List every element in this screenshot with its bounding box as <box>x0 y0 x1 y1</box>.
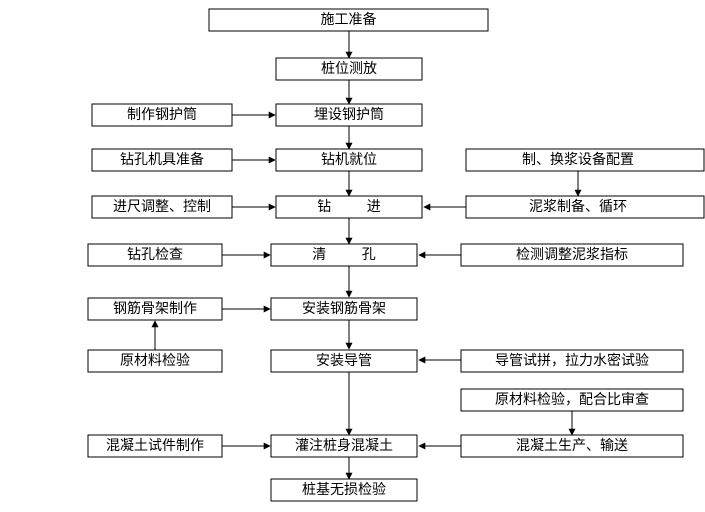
node-casing-bury: 埋设钢护筒 <box>275 103 423 127</box>
node-cage-make: 钢筋骨架制作 <box>87 297 223 321</box>
node-label: 泥浆制备、循环 <box>529 198 627 215</box>
node-rig-prep: 钻孔机具准备 <box>91 148 233 172</box>
node-rig-pos: 钻机就位 <box>275 148 423 172</box>
node-mix-check: 原材料检验，配合比审查 <box>460 388 684 412</box>
node-label: 安装导管 <box>316 353 372 369</box>
node-hole-check: 钻孔检查 <box>87 243 223 267</box>
node-label: 埋设钢护筒 <box>314 106 384 123</box>
node-label: 钻机就位 <box>321 152 377 168</box>
node-label: 钻孔检查 <box>127 247 183 263</box>
node-label: 桩位测放 <box>321 60 377 77</box>
node-feed-ctrl: 进尺调整、控制 <box>91 195 233 219</box>
node-label: 桩基无损检验 <box>302 481 386 498</box>
node-label: 导管试拼，拉力水密试验 <box>495 352 649 369</box>
node-label: 进尺调整、控制 <box>113 199 211 215</box>
node-prep: 施工准备 <box>208 8 489 32</box>
node-slurry-index: 检测调整泥浆指标 <box>460 243 684 267</box>
node-label: 钻孔机具准备 <box>120 151 204 168</box>
node-cage-install: 安装钢筋骨架 <box>270 297 418 321</box>
node-label: 制、换浆设备配置 <box>522 151 634 168</box>
node-label: 检测调整泥浆指标 <box>516 247 628 263</box>
node-slurry-equip: 制、换浆设备配置 <box>465 148 705 172</box>
node-label: 原材料检验 <box>120 353 190 369</box>
node-survey: 桩位测放 <box>275 57 423 81</box>
node-pour: 灌注桩身混凝土 <box>270 434 418 458</box>
node-label: 灌注桩身混凝土 <box>295 437 393 454</box>
node-clean: 清 孔 <box>270 243 418 267</box>
node-label: 混凝土试件制作 <box>106 438 204 454</box>
flow-arrows <box>151 31 582 480</box>
node-label: 混凝土生产、输送 <box>516 438 628 454</box>
node-casing-make: 制作钢护筒 <box>91 103 233 127</box>
node-tremie-install: 安装导管 <box>270 349 418 373</box>
node-concrete-prod: 混凝土生产、输送 <box>460 434 684 458</box>
node-label: 安装钢筋骨架 <box>302 300 386 317</box>
node-material-check: 原材料检验 <box>87 349 223 373</box>
node-label: 制作钢护筒 <box>127 106 197 123</box>
node-label: 钢筋骨架制作 <box>113 300 197 317</box>
node-label: 钻 进 <box>317 199 381 215</box>
node-tremie-test: 导管试拼，拉力水密试验 <box>460 349 684 373</box>
node-drill: 钻 进 <box>275 195 423 219</box>
node-label: 施工准备 <box>321 11 377 28</box>
node-specimen: 混凝土试件制作 <box>87 434 223 458</box>
node-ndt: 桩基无损检验 <box>270 478 418 502</box>
node-label: 原材料检验，配合比审查 <box>495 392 649 408</box>
node-label: 清 孔 <box>312 247 376 263</box>
node-slurry-make: 泥浆制备、循环 <box>465 195 705 219</box>
